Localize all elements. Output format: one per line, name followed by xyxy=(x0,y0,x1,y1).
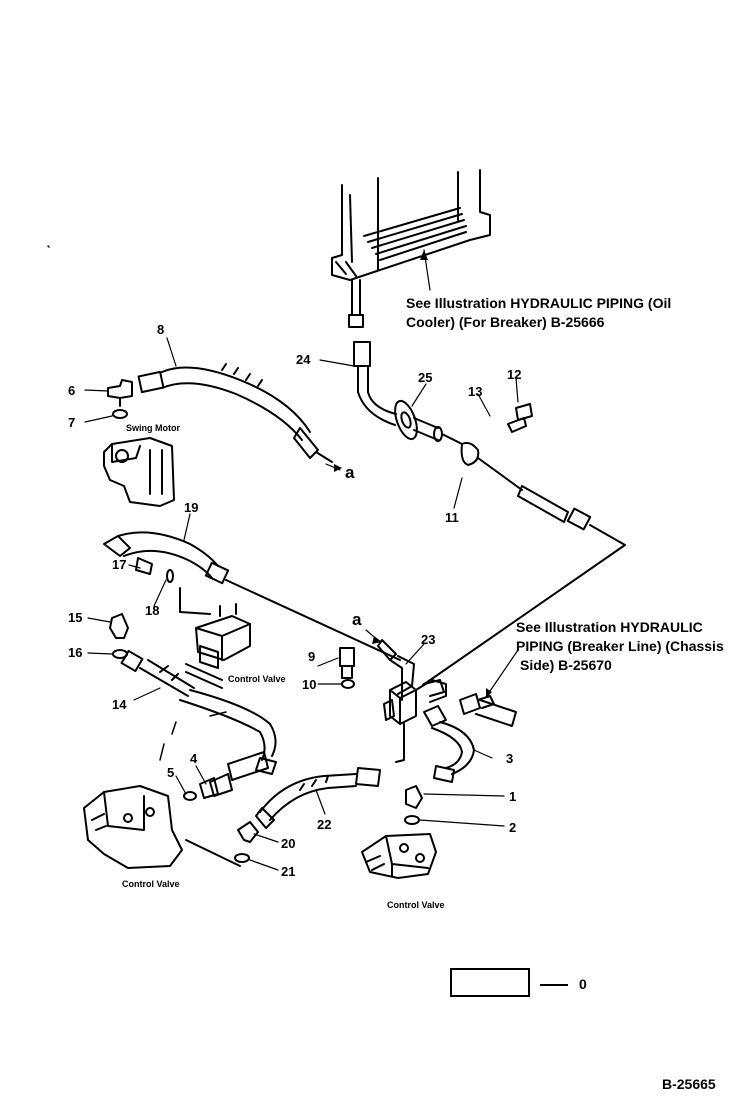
breaker-line-pipe xyxy=(459,693,517,727)
note-breaker-line-2: PIPING (Breaker Line) (Chassis xyxy=(516,638,724,654)
part-number-17: 17 xyxy=(112,557,127,572)
part-number-14: 14 xyxy=(112,697,127,712)
part-number-23: 23 xyxy=(421,632,436,647)
part-number-18: 18 xyxy=(145,603,160,618)
part-number-16: 16 xyxy=(68,645,83,660)
part-number-7: 7 xyxy=(68,415,76,430)
part-number-3: 3 xyxy=(506,751,514,766)
pipe-tee-23 xyxy=(377,639,447,763)
note-breaker-line-3: Side) B-25670 xyxy=(520,657,612,673)
part-number-1: 1 xyxy=(509,789,517,804)
part-number-11: 11 xyxy=(445,510,459,525)
caption-control-valve-right: Control Valve xyxy=(387,900,445,910)
note-oil-cooler-line-2: Cooler) (For Breaker) B-25666 xyxy=(406,314,605,330)
caption-control-valve-mid: Control Valve xyxy=(228,674,286,684)
legend-value: 0 xyxy=(579,976,587,992)
part-number-24: 24 xyxy=(296,352,311,367)
part-number-25: 25 xyxy=(418,370,433,385)
part-number-8: 8 xyxy=(157,322,165,337)
oil-cooler xyxy=(331,169,491,328)
note-oil-cooler-line-1: See Illustration HYDRAULIC PIPING (Oil xyxy=(406,295,672,311)
note-breaker-line-1: See Illustration HYDRAULIC xyxy=(516,619,703,635)
part-number-6: 6 xyxy=(68,383,76,398)
arrow-heads[interactable] xyxy=(334,250,492,698)
part-number-20: 20 xyxy=(281,836,296,851)
legend-box xyxy=(450,968,530,997)
caption-swing-motor: Swing Motor xyxy=(126,423,180,433)
figure-id: B-25665 xyxy=(662,1076,716,1092)
part-number-21: 21 xyxy=(281,864,296,879)
swing-motor-hose xyxy=(107,363,333,463)
part-number-5: 5 xyxy=(167,765,175,780)
part-number-10: 10 xyxy=(302,677,317,692)
legend-line xyxy=(540,984,568,986)
hose-22 xyxy=(255,767,381,829)
connection-mark-a-lower: a xyxy=(352,610,362,629)
part-number-13: 13 xyxy=(468,384,483,399)
caption-control-valve-left: Control Valve xyxy=(122,879,180,889)
control-valve-right xyxy=(361,785,437,879)
part-number-12: 12 xyxy=(507,367,522,382)
noise-marks xyxy=(47,245,227,761)
part-number-15: 15 xyxy=(68,610,83,625)
control-valve-pilot-hose xyxy=(103,531,401,661)
fitting-9-10 xyxy=(339,647,355,689)
fitting-4 xyxy=(199,777,219,799)
control-valve-mid xyxy=(185,603,251,689)
swing-motor xyxy=(103,437,175,507)
part-number-9: 9 xyxy=(308,649,316,664)
part-number-19: 19 xyxy=(184,500,199,515)
note-oil-cooler-reference[interactable]: See Illustration HYDRAULIC PIPING (Oil C… xyxy=(406,294,671,332)
note-breaker-line-reference[interactable]: See Illustration HYDRAULIC PIPING (Break… xyxy=(516,618,724,675)
hose-3 xyxy=(423,705,475,783)
part-number-4: 4 xyxy=(190,751,198,766)
hose-14-assembly xyxy=(109,613,277,797)
part-number-22: 22 xyxy=(317,817,332,832)
connection-mark-a-upper: a xyxy=(345,463,355,482)
part-number-2: 2 xyxy=(509,820,517,835)
oil-cooler-return-hose xyxy=(353,341,626,686)
leader-lines xyxy=(84,249,519,871)
control-valve-left xyxy=(83,785,259,869)
